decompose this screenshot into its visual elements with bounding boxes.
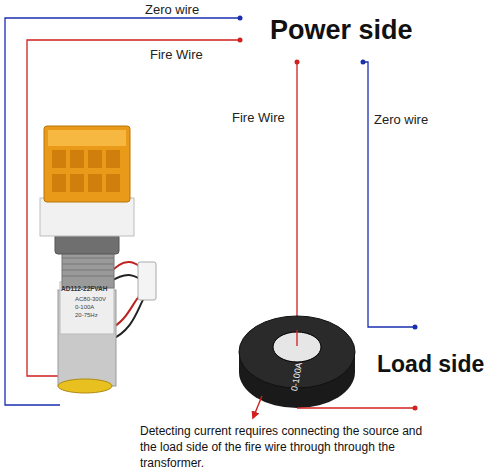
panel-meter: [40, 126, 156, 393]
wire-label: Fire Wire: [232, 111, 285, 125]
fire-wire-line: [297, 407, 415, 408]
fire-wire-line: [296, 330, 297, 346]
zero-wire-line: [5, 18, 240, 405]
wire-dot: [238, 38, 243, 43]
wire-dot: [361, 60, 366, 65]
wire-dot: [295, 60, 300, 65]
side-heading: Load side: [377, 352, 484, 377]
wire-label: Zero wire: [374, 113, 428, 127]
wire-dot: [238, 16, 243, 21]
current-transformer: [239, 316, 355, 408]
zero-wire-line: [363, 62, 415, 327]
rating-text: AC80-300V: [75, 296, 106, 303]
wire-label: Fire Wire: [150, 48, 203, 62]
caption-note: Detecting current requires connecting th…: [140, 423, 425, 471]
callout-arrow: [253, 396, 262, 418]
wire-dot: [413, 325, 418, 330]
model-number: AD112-22FVAH: [61, 285, 107, 292]
rating-text: 20-75Hz: [75, 312, 98, 319]
side-heading: Power side: [270, 16, 413, 46]
wire-label: Zero wire: [145, 3, 199, 17]
rating-text: 0-100A: [75, 304, 94, 311]
fire-wire-line: [296, 62, 297, 330]
wire-dot: [413, 406, 418, 411]
